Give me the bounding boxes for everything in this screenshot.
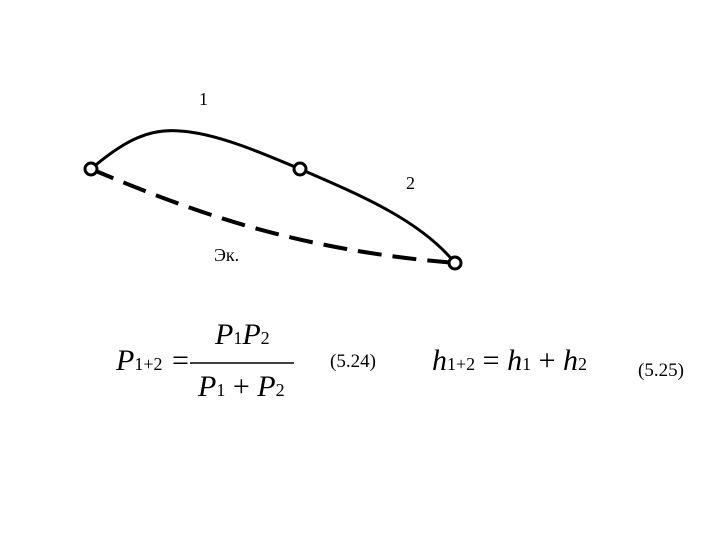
formula1-num-b-sub: 2 — [260, 328, 270, 348]
curve-segment-2 — [299, 167, 457, 264]
equivalent-label: Эк. — [214, 245, 240, 265]
node-start — [83, 161, 99, 177]
formula2-lhs-sub: 1+2 — [447, 354, 476, 374]
node-middle — [292, 161, 308, 177]
formula1-lhs: P1+2 — [116, 344, 162, 378]
formula2-plus: + — [538, 344, 556, 377]
formula1-lhs-sub: 1+2 — [134, 354, 163, 374]
formula2-lhs-main: h — [432, 344, 447, 377]
formula1-num-a: P — [215, 318, 234, 351]
curve-segment-1 — [90, 129, 301, 171]
formula1-numerator: P1P2 — [215, 318, 270, 352]
formula1-den-a: P — [198, 370, 217, 403]
formula1-denominator: P1 + P2 — [198, 370, 285, 404]
formula2-t1-sub: 1 — [522, 354, 532, 374]
equivalent-dashed-curve — [90, 167, 456, 265]
formula2-number: (5.25) — [638, 360, 684, 381]
formula1-num-a-sub: 1 — [233, 328, 243, 348]
formula1-den-b: P — [257, 370, 276, 403]
formula2-equals: = — [482, 344, 500, 377]
node-end — [447, 255, 463, 271]
formula1-plus: + — [232, 370, 250, 403]
formula2: h1+2 = h1 + h2 — [432, 344, 587, 378]
curve-2-label: 2 — [406, 173, 415, 193]
formula2-t2: h — [563, 344, 578, 377]
formula1-num-b: P — [242, 318, 261, 351]
formula2-t2-sub: 2 — [578, 354, 587, 374]
formula2-t1: h — [507, 344, 523, 377]
formula1-den-b-sub: 2 — [275, 380, 285, 400]
formula1-number: (5.24) — [330, 351, 376, 372]
formula1-den-a-sub: 1 — [216, 380, 226, 400]
formula1-equals: = — [172, 344, 189, 377]
formula1-lhs-main: P — [116, 344, 135, 377]
curve-1-label: 1 — [199, 89, 208, 109]
